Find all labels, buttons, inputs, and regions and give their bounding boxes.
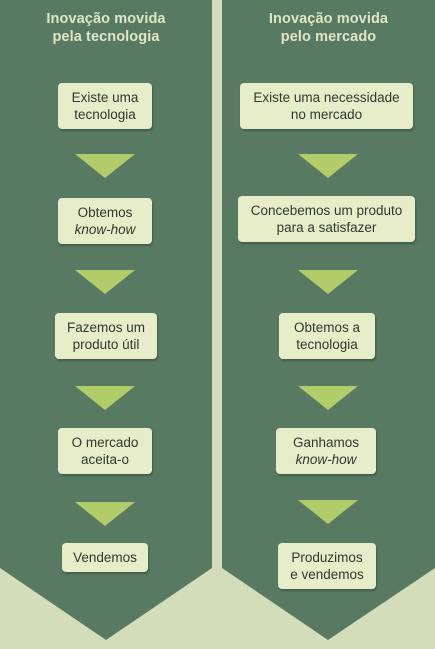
right-step-4: Ganhamos know-how: [276, 428, 376, 474]
left-step-4-line2: aceita-o: [80, 452, 130, 467]
left-step-3: Fazemos um produto útil: [55, 313, 157, 359]
right-step-4-line2: know-how: [295, 452, 357, 467]
right-step-2-line2: para a satisfazer: [276, 220, 377, 235]
left-step-3-line2: produto útil: [72, 337, 140, 352]
right-step-3: Obtemos a tecnologia: [279, 313, 375, 359]
left-step-1-line1: Existe uma: [71, 90, 139, 105]
right-step-2: Concebemos um produto para a satisfazer: [238, 196, 415, 242]
right-step-5-line1: Produzimos: [291, 550, 363, 565]
right-title-line1: Inovação movida: [268, 11, 389, 27]
left-step-3-line1: Fazemos um: [66, 320, 146, 335]
left-title-line1: Inovação movida: [46, 11, 166, 27]
right-step-3-line1: Obtemos a: [293, 320, 361, 335]
right-step-5: Produzimos e vendemos: [278, 543, 376, 589]
left-step-1-line2: tecnologia: [74, 107, 136, 122]
right-arrow-2: [298, 270, 358, 294]
left-step-5: Vendemos: [62, 543, 148, 572]
right-step-4-line1: Ganhamos: [292, 435, 360, 450]
right-arrow-3: [298, 386, 358, 410]
left-step-2: Obtemos know-how: [58, 198, 152, 244]
left-column-title: Inovação movida pela tecnologia: [0, 10, 212, 46]
right-step-1-line1: Existe uma necessidade: [253, 90, 400, 105]
right-step-5-line2: e vendemos: [290, 567, 364, 582]
right-arrow-4: [298, 500, 358, 524]
left-arrow-3: [75, 386, 135, 410]
right-arrow-1: [298, 154, 358, 178]
right-step-1: Existe uma necessidade no mercado: [240, 83, 413, 129]
left-arrow-1: [75, 154, 135, 178]
right-column-title: Inovação movida pelo mercado: [222, 10, 435, 46]
left-arrow-2: [75, 270, 135, 294]
right-title-line2: pelo mercado: [280, 29, 377, 45]
left-step-1: Existe uma tecnologia: [58, 83, 152, 129]
left-step-2-line2: know-how: [74, 222, 136, 237]
left-step-4: O mercado aceita-o: [58, 428, 152, 474]
left-step-4-line1: O mercado: [71, 435, 139, 450]
left-step-5-line1: Vendemos: [73, 550, 137, 565]
left-title-line2: pela tecnologia: [52, 29, 160, 45]
left-step-2-line1: Obtemos: [77, 205, 133, 220]
right-step-2-line1: Concebemos um produto: [250, 203, 403, 218]
right-step-1-line2: no mercado: [290, 107, 363, 122]
right-step-3-line2: tecnologia: [296, 337, 358, 352]
left-arrow-4: [75, 502, 135, 526]
